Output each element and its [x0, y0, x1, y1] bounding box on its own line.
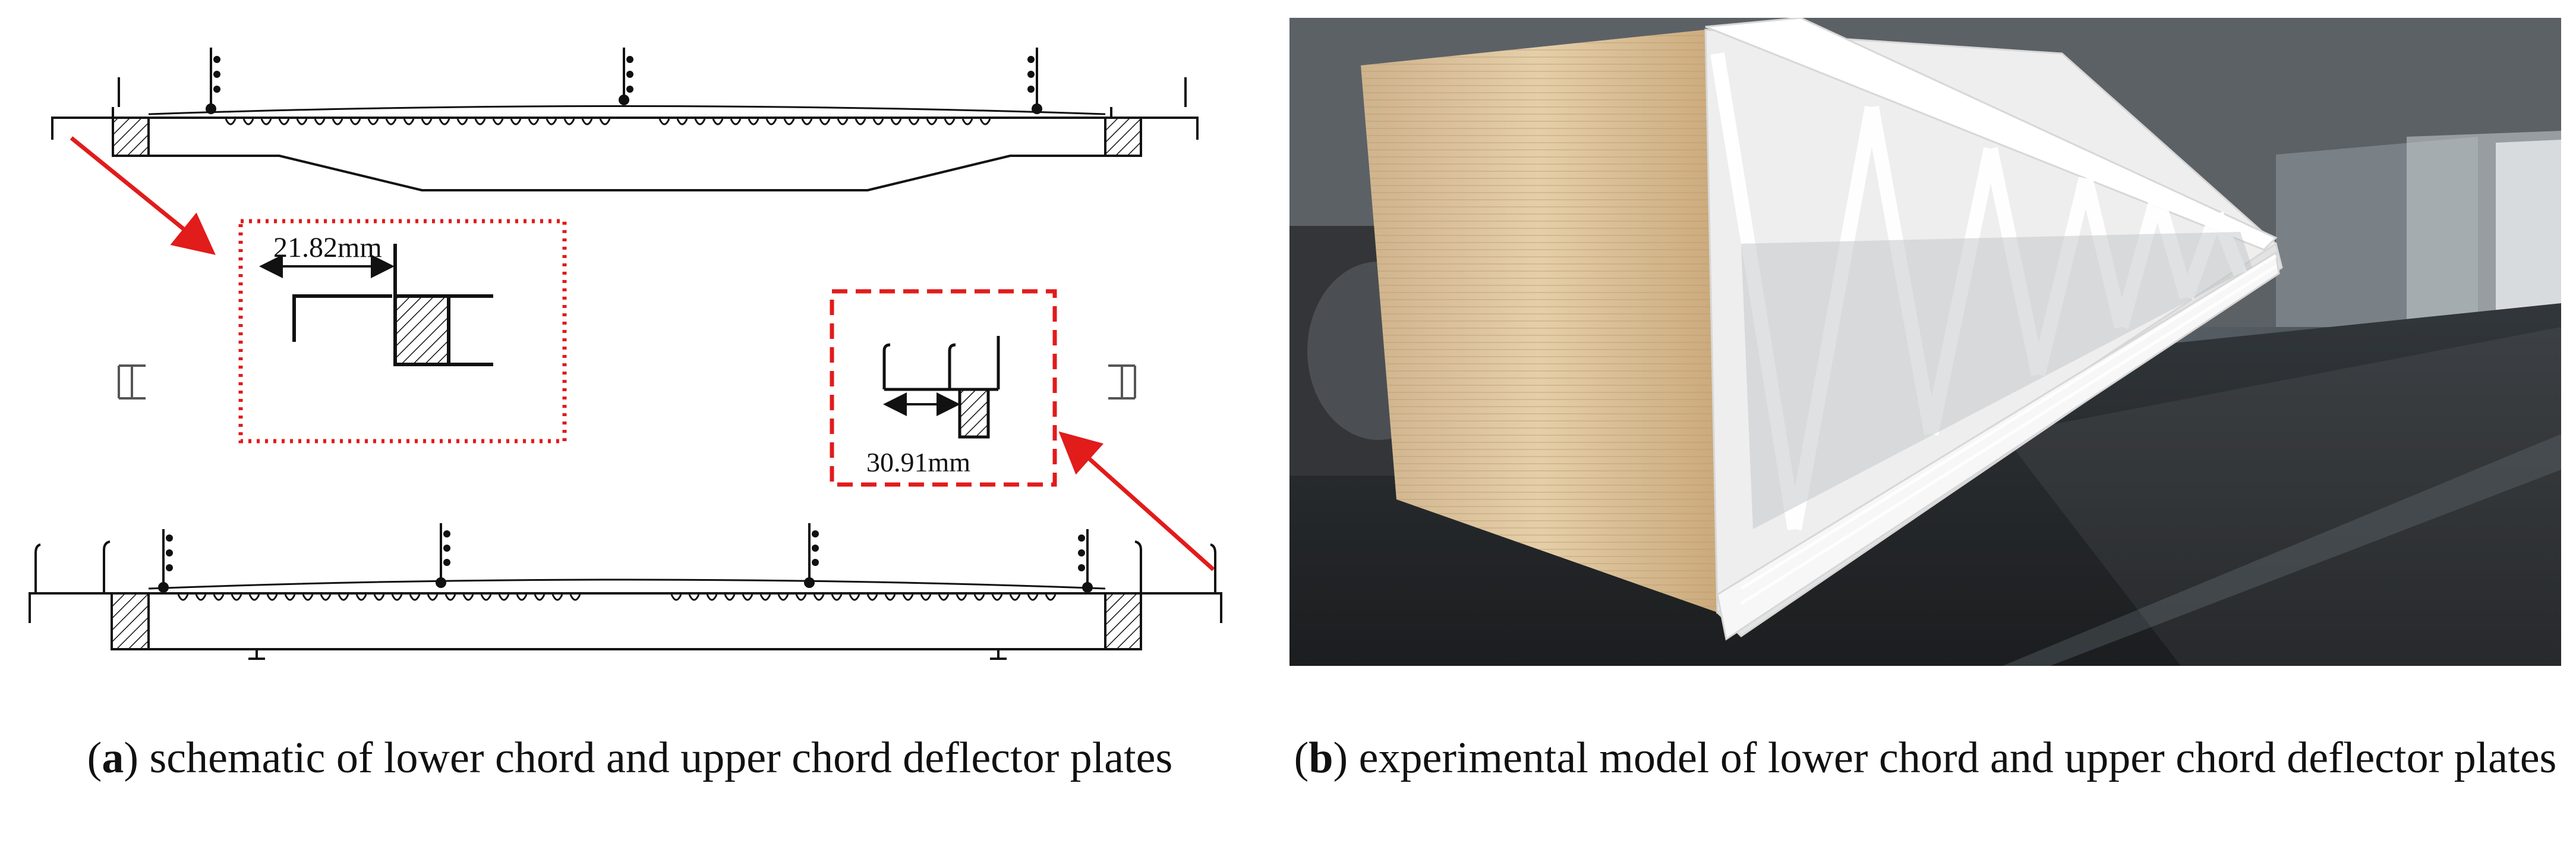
lower-cross-section: [29, 523, 1222, 660]
bearing-symbol-left: [118, 364, 146, 400]
caption-a-letter: a: [102, 734, 124, 782]
schematic-drawing: 21.82mm 30.91mm: [29, 48, 1222, 660]
detail-left-drawing: [292, 244, 493, 366]
dimension-label-left: 21.82mm: [273, 232, 382, 263]
railing: [1740, 254, 2277, 605]
pointer-arrow-left: [70, 136, 216, 255]
detail-box-right: [830, 289, 1057, 487]
experimental-model-photo: [1289, 18, 2561, 666]
caption-a: (a) schematic of lower chord and upper c…: [87, 734, 1173, 782]
caption-b: (b) experimental model of lower chord an…: [1294, 734, 2557, 782]
truss-girder-model: [1704, 18, 2283, 641]
dimension-label-right: 30.91mm: [866, 447, 970, 477]
photo-illustration: [1289, 18, 2561, 666]
schematic-panel: 21.82mm 30.91mm: [0, 0, 1236, 678]
detail-box-left: [238, 219, 567, 444]
caption-a-text: schematic of lower chord and upper chord…: [149, 734, 1173, 782]
pointer-arrow-right: [1058, 431, 1215, 571]
bearing-symbol-right: [1108, 364, 1136, 400]
detail-right-drawing: [882, 336, 1000, 439]
truss-diagonals: [1710, 52, 2247, 531]
caption-b-letter: b: [1309, 734, 1333, 782]
upper-cross-section: [51, 48, 1199, 191]
caption-b-text: experimental model of lower chord and up…: [1358, 734, 2557, 782]
